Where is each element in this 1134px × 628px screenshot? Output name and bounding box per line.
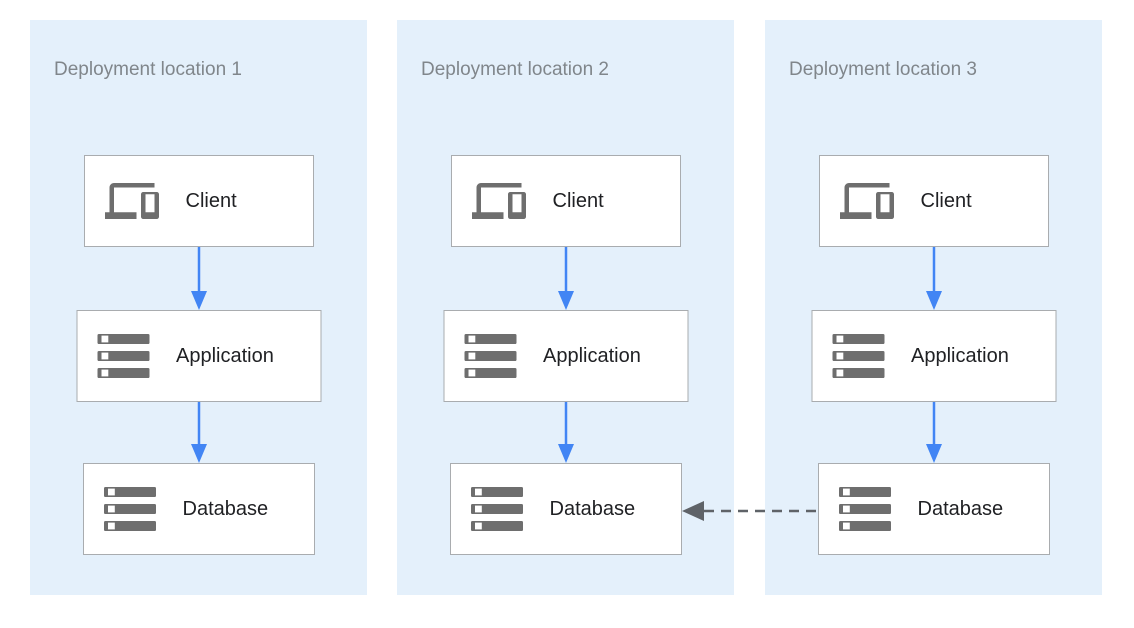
application-label: Application <box>176 345 274 367</box>
database-node: Database <box>449 463 682 555</box>
deployment-location-3-panel: Deployment location 3 Client <box>765 20 1102 595</box>
client-to-application-arrow <box>925 247 942 310</box>
devices-icon <box>104 183 159 219</box>
database-node: Database <box>817 463 1050 555</box>
database-replication-arrow <box>682 501 818 521</box>
server-stack-icon <box>470 487 523 531</box>
application-node: Application <box>76 310 321 402</box>
server-stack-icon <box>832 334 884 378</box>
devices-icon <box>471 183 526 219</box>
database-label: Database <box>917 498 1004 520</box>
application-to-database-arrow <box>557 400 574 463</box>
server-stack-icon <box>464 334 516 378</box>
client-label: Client <box>552 190 604 212</box>
panel-title: Deployment location 2 <box>421 59 609 80</box>
database-node: Database <box>82 463 315 555</box>
server-stack-icon <box>838 487 891 531</box>
client-to-application-arrow <box>190 247 207 310</box>
database-label: Database <box>549 498 636 520</box>
panel-title: Deployment location 3 <box>789 59 977 80</box>
application-label: Application <box>911 345 1009 367</box>
client-to-application-arrow <box>557 247 574 310</box>
devices-icon <box>839 183 894 219</box>
client-label: Client <box>920 190 972 212</box>
application-node: Application <box>811 310 1056 402</box>
deployment-location-2-panel: Deployment location 2 Client <box>397 20 734 595</box>
client-label: Client <box>185 190 237 212</box>
panel-title: Deployment location 1 <box>54 59 242 80</box>
application-to-database-arrow <box>190 400 207 463</box>
deployment-location-1-panel: Deployment location 1 Client <box>30 20 367 595</box>
database-label: Database <box>182 498 269 520</box>
client-node: Client <box>818 155 1049 247</box>
client-node: Client <box>83 155 314 247</box>
client-node: Client <box>450 155 681 247</box>
server-stack-icon <box>103 487 156 531</box>
application-to-database-arrow <box>925 400 942 463</box>
server-stack-icon <box>97 334 149 378</box>
application-node: Application <box>443 310 688 402</box>
application-label: Application <box>543 345 641 367</box>
